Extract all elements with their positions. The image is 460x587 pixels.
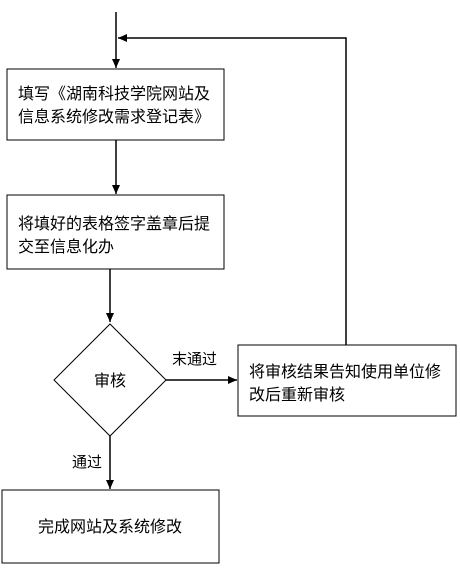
step-notify: 将审核结果告知使用单位修 改后重新审核 (237, 344, 457, 417)
decision-review-label: 审核 (94, 371, 126, 390)
step-fill-form-box (6, 68, 225, 141)
step-notify-line1: 将审核结果告知使用单位修 (249, 362, 441, 381)
step-notify-line2: 改后重新审核 (249, 385, 345, 404)
step-fill-form-line1: 填写《湖南科技学院网站及 (18, 84, 210, 103)
edge-label-passed: 通过 (72, 453, 102, 471)
step-submit-box (6, 194, 225, 270)
edge-label-not-passed: 末通过 (172, 350, 217, 368)
step-fill-form-line2: 信息系统修改需求登记表》 (18, 107, 210, 126)
step-submit-line2: 交至信息化办 (18, 237, 114, 256)
step-complete: 完成网站及系统修改 (1, 489, 220, 564)
step-submit-line1: 将填好的表格签字盖章后提 (18, 214, 210, 233)
decision-review: 审核 (53, 323, 167, 437)
step-fill-form: 填写《湖南科技学院网站及 信息系统修改需求登记表》 (6, 68, 225, 141)
step-complete-box (1, 489, 220, 564)
arrow-notify-loop-back (118, 34, 347, 345)
step-complete-label: 完成网站及系统修改 (38, 517, 182, 536)
step-notify-box (237, 344, 457, 417)
step-submit: 将填好的表格签字盖章后提 交至信息化办 (6, 194, 225, 270)
